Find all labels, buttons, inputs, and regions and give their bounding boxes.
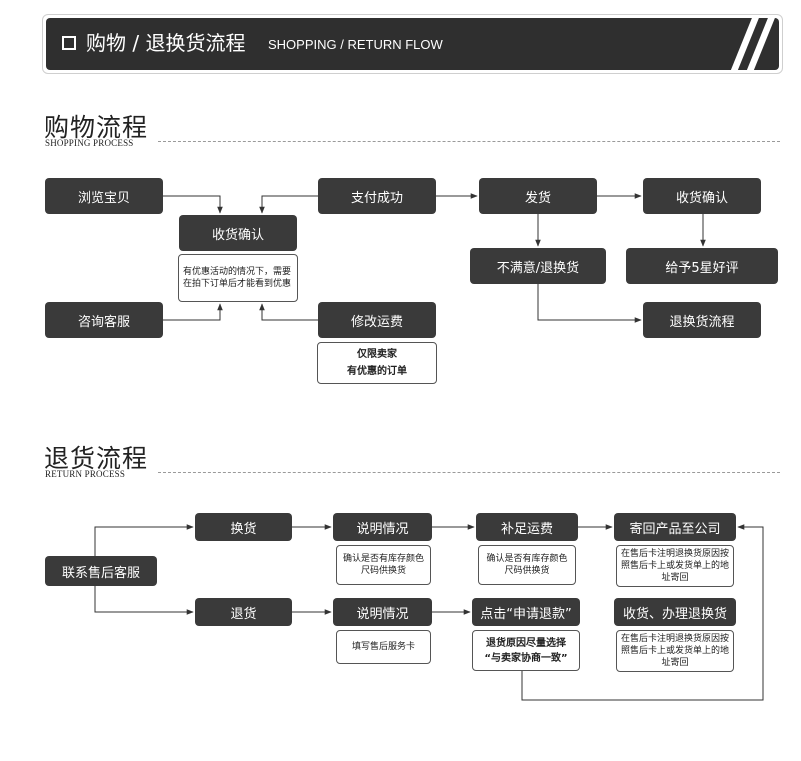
header-title: 购物 / 退换货流程 (86, 31, 246, 55)
apply-refund-note-line: 退货原因尽量选择 (486, 637, 566, 649)
step-ship: 发货 (479, 178, 597, 214)
step-send-back: 寄回产品至公司 (614, 513, 736, 541)
pay-shipping-note: 确认是否有库存颜色尺码供换货 (478, 545, 576, 585)
step-payment-success: 支付成功 (318, 178, 436, 214)
send-back-note: 在售后卡注明退换货原因按照售后卡上或发货单上的地址寄回 (616, 545, 734, 587)
receive-process-note: 在售后卡注明退换货原因按照售后卡上或发货单上的地址寄回 (616, 630, 734, 672)
step-confirm-receipt: 收货确认 (179, 215, 297, 251)
step-pay-shipping: 补足运费 (476, 513, 578, 541)
step-receive-process: 收货、办理退换货 (614, 598, 736, 626)
step-browse: 浏览宝贝 (45, 178, 163, 214)
step-exchange: 换货 (195, 513, 292, 541)
apply-refund-note-line: “与卖家协商一致” (484, 652, 568, 664)
shopping-section-subtitle: SHOPPING PROCESS (45, 138, 134, 148)
returns-section-subtitle: RETURN PROCESS (45, 469, 126, 479)
step-five-star: 给予5星好评 (626, 248, 778, 284)
modify-shipping-note: 仅限卖家 有优惠的订单 (317, 342, 437, 384)
explain-note: 填写售后服务卡 (336, 630, 431, 664)
confirm-receipt-note: 有优惠活动的情况下，需要在拍下订单后才能看到优惠 (178, 254, 298, 302)
step-receive-confirm: 收货确认 (643, 178, 761, 214)
divider (158, 141, 780, 142)
square-icon (62, 36, 76, 50)
step-refund: 退货 (195, 598, 292, 626)
step-apply-refund: 点击“申请退款” (472, 598, 580, 626)
modify-note-line: 仅限卖家 (357, 349, 397, 360)
modify-note-line: 有优惠的订单 (347, 366, 407, 377)
header-subtitle: SHOPPING / RETURN FLOW (268, 37, 443, 52)
step-consult: 咨询客服 (45, 302, 163, 338)
step-return-process: 退换货流程 (643, 302, 761, 338)
header-banner: 购物 / 退换货流程 SHOPPING / RETURN FLOW (46, 18, 779, 70)
explain-note: 确认是否有库存颜色尺码供换货 (336, 545, 431, 585)
step-explain: 说明情况 (333, 598, 432, 626)
divider (158, 472, 780, 473)
step-contact-service: 联系售后客服 (45, 556, 157, 586)
shopping-section-title: 购物流程 (44, 113, 149, 142)
step-modify-shipping: 修改运费 (318, 302, 436, 338)
step-unsatisfied: 不满意/退换货 (470, 248, 606, 284)
apply-refund-note: 退货原因尽量选择 “与卖家协商一致” (472, 630, 580, 671)
step-explain: 说明情况 (333, 513, 432, 541)
returns-section-title: 退货流程 (44, 444, 149, 473)
